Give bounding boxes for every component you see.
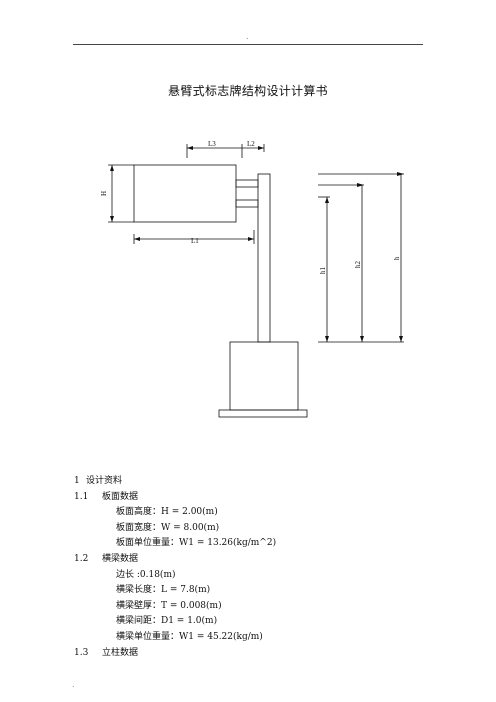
post — [257, 173, 271, 343]
beam-side-length: 边长 :0.18(m) — [116, 569, 176, 580]
label-h-board: H — [100, 191, 108, 196]
footer-mark: . — [72, 680, 75, 689]
panel-width: 板面宽度：W = 8.00(m) — [116, 522, 220, 533]
foundation-base — [218, 409, 308, 418]
beam-spacing: 横梁间距：D1 = 1.0(m) — [116, 616, 218, 627]
header-mark: . — [246, 32, 249, 41]
panel-unit-weight: 板面单位重量：W1 = 13.26(kg/m^2) — [116, 538, 277, 549]
label-l3: L3 — [208, 140, 216, 148]
beam-unit-weight: 横梁单位重量：W1 = 45.22(kg/m) — [116, 631, 263, 642]
beam-lower — [235, 199, 259, 208]
sign-board — [133, 164, 237, 223]
beam-length: 横梁长度：L = 7.8(m) — [116, 585, 211, 596]
label-h2: h2 — [354, 261, 362, 269]
panel-height: 板面高度：H = 2.00(m) — [116, 507, 218, 518]
label-h1: h1 — [319, 267, 327, 275]
label-l2: L2 — [247, 140, 255, 148]
beam-wall-thickness: 横梁壁厚：T = 0.008(m) — [116, 600, 222, 611]
label-l1: L1 — [191, 237, 199, 245]
beam-upper — [235, 179, 259, 188]
document-title: 悬臂式标志牌结构设计计算书 — [168, 84, 328, 98]
label-h: h — [393, 256, 401, 260]
header-rule — [73, 44, 423, 45]
foundation-block — [229, 341, 299, 411]
